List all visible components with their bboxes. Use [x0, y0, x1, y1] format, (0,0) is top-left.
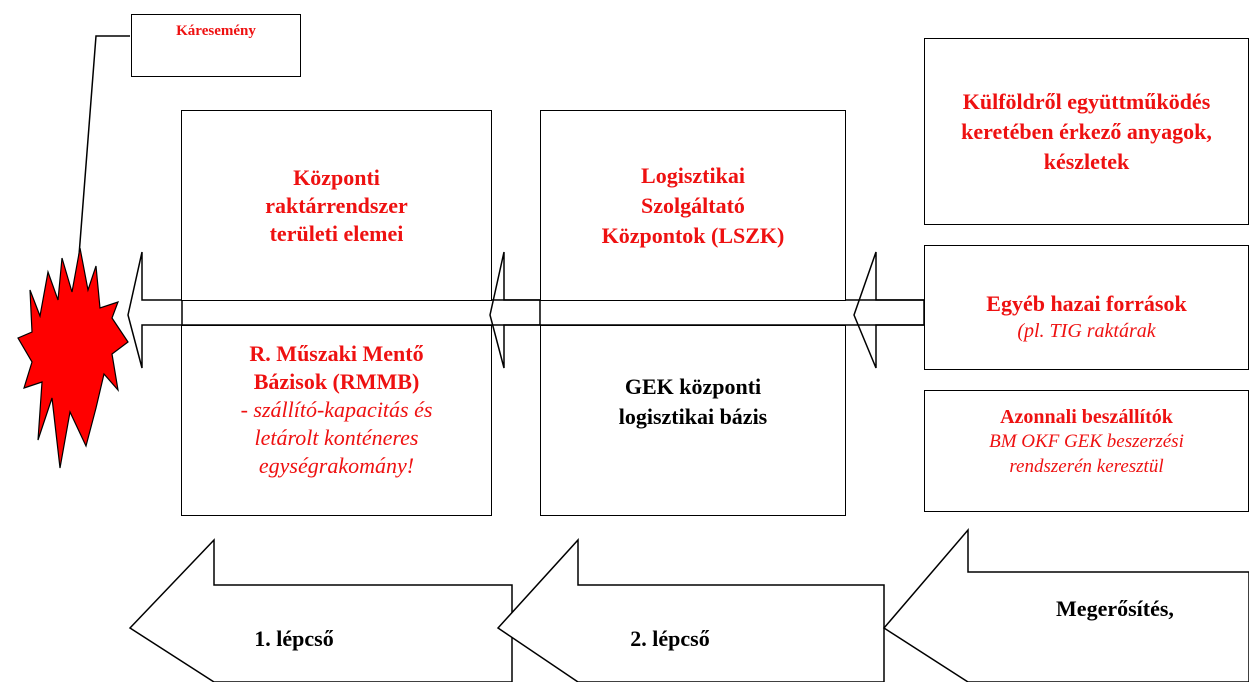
step-arrow-1: [128, 538, 513, 682]
band-arrow-left: [127, 251, 183, 369]
callout-box: Káresemény: [131, 14, 301, 77]
box-azonnali: Azonnali beszállítók BM OKF GEK beszerzé…: [924, 390, 1249, 512]
box-egyeb-subtitle: (pl. TIG raktárak: [1017, 319, 1156, 342]
step-1-label: 1. lépcső: [254, 626, 334, 651]
box-gek-title: GEK központi logisztikai bázis: [618, 374, 768, 429]
box-kozponti-title: Központi raktárrendszer területi elemei: [265, 164, 408, 246]
box-rmmb-subtitle: - szállító-kapacitás és letárolt konténe…: [240, 397, 433, 478]
callout-leader-line: [73, 35, 130, 321]
box-rmmb-title: R. Műszaki Mentő Bázisok (RMMB): [249, 341, 424, 394]
box-lszk-title: Logisztikai Szolgáltató Központok (LSZK): [601, 162, 785, 248]
step-2-label: 2. lépcső: [630, 626, 710, 651]
box-rmmb: R. Műszaki Mentő Bázisok (RMMB) - szállí…: [181, 325, 492, 516]
box-azonnali-title: Azonnali beszállítók: [1000, 406, 1173, 428]
step-arrow-2: [496, 538, 885, 682]
box-egyeb-hazai: Egyéb hazai források (pl. TIG raktárak: [924, 245, 1249, 370]
band-arrow-center: [489, 251, 541, 369]
callout-label: Káresemény: [176, 23, 256, 39]
box-azonnali-subtitle: BM OKF GEK beszerzési rendszerén kereszt…: [989, 431, 1184, 477]
box-gek: GEK központi logisztikai bázis: [540, 325, 846, 516]
step-3-label: Megerősítés,: [1056, 596, 1174, 621]
explosion-burst-icon: [17, 247, 129, 469]
box-kozponti-raktarrendszer: Központi raktárrendszer területi elemei: [181, 110, 492, 301]
box-lszk: Logisztikai Szolgáltató Központok (LSZK): [540, 110, 846, 301]
box-kulfoldrol: Külföldről együttműködés keretében érkez…: [924, 38, 1249, 225]
band-arrow-right: [853, 251, 925, 369]
box-kulfold-title: Külföldről együttműködés keretében érkez…: [961, 88, 1212, 174]
step-arrow-3: [882, 527, 1249, 682]
box-egyeb-title: Egyéb hazai források: [986, 290, 1187, 316]
